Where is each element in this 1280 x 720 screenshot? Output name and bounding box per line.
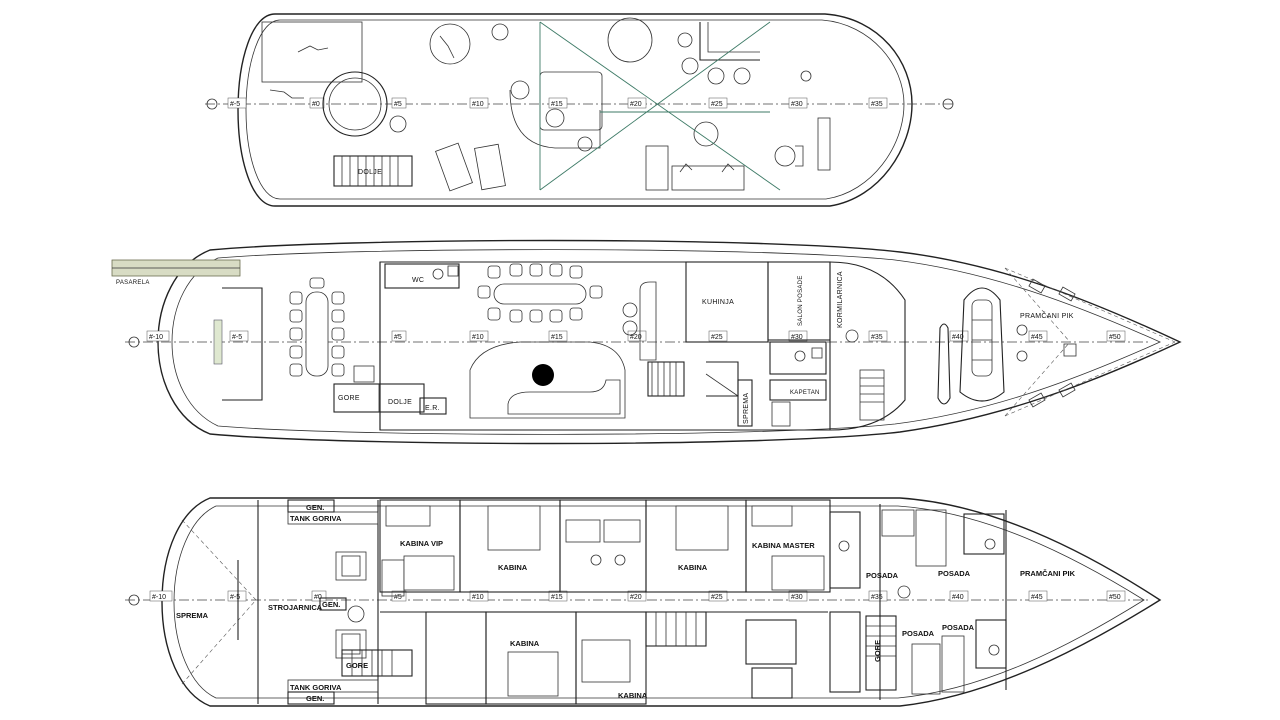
frame-label: #35 <box>871 594 883 601</box>
frame-label: #40 <box>952 594 964 601</box>
frame-label: #5 <box>394 101 402 108</box>
storage-label: SPREMA <box>743 393 750 424</box>
crew-stairs-up-label: GORE <box>873 640 882 662</box>
frame-label: #50 <box>1109 334 1121 341</box>
sun-deck-plan: #-5 #0 #5 #10 #15 #20 #25 #30 #35 <box>205 13 955 207</box>
frame-label: #35 <box>871 334 883 341</box>
stairs-down-label: DOLJE <box>388 399 412 406</box>
frame-label: #45 <box>1031 594 1043 601</box>
frame-label: #30 <box>791 101 803 108</box>
wc-label: WC <box>412 277 424 284</box>
frame-label: #10 <box>472 594 484 601</box>
tender <box>959 287 1005 402</box>
frame-label: #15 <box>551 334 563 341</box>
lower-deck-plan: #-10 #-5 #0 #5 #10 #15 #20 #25 #30 #35 #… <box>125 497 1162 707</box>
frame-label: #-5 <box>230 101 240 108</box>
generator-top-label: GEN. <box>306 503 324 512</box>
stairs-down-label: DOLJE <box>358 169 382 176</box>
vip-cabin-label: KABINA VIP <box>400 539 443 548</box>
sun-deck-hull <box>237 13 913 207</box>
jacuzzi <box>322 71 388 137</box>
frame-label: #-5 <box>232 334 242 341</box>
cabin-label: KABINA <box>618 691 648 700</box>
aft-storage-label: SPREMA <box>176 611 209 620</box>
main-deck-plan: PASARELA #-10 #-5 #0 #5 #10 #15 #20 #25 … <box>111 239 1182 445</box>
fuel-tank-top-label: TANK GORIVA <box>290 514 342 523</box>
frame-label: #30 <box>791 594 803 601</box>
forepeak-label: PRAMČANI PIK <box>1020 569 1076 578</box>
crew-cabin-label: POSADA <box>942 623 975 632</box>
wheelhouse-label: KORMILARNICA <box>837 271 844 328</box>
engine-stairs-up-label: GORE <box>346 661 368 670</box>
captain-cabin-label: KAPETAN <box>790 390 820 396</box>
frame-label: #20 <box>630 334 642 341</box>
engine-starboard <box>335 551 367 581</box>
frame-label: #25 <box>711 334 723 341</box>
engine-room-label: STROJARNICA <box>268 603 323 612</box>
sun-deck-stairs: DOLJE <box>333 155 413 187</box>
frame-label: #10 <box>472 101 484 108</box>
frame-label: #45 <box>1031 334 1043 341</box>
crew-saloon-label: SALON POSADE <box>798 275 804 326</box>
frame-label: #-10 <box>149 334 163 341</box>
frame-label: #0 <box>314 594 322 601</box>
crew-cabin-label: POSADA <box>902 629 935 638</box>
frame-label: #5 <box>394 594 402 601</box>
crew-cabin-label: POSADA <box>866 571 899 580</box>
frame-label: #25 <box>711 594 723 601</box>
forepeak-label: PRAMČANI PIK <box>1020 311 1074 320</box>
gangway-label: PASARELA <box>116 280 150 286</box>
frame-label: #50 <box>1109 594 1121 601</box>
crew-cabin-label: POSADA <box>938 569 971 578</box>
frame-label: #20 <box>630 101 642 108</box>
cabin-label: KABINA <box>510 639 540 648</box>
frame-label: #0 <box>312 101 320 108</box>
galley-label: KUHINJA <box>702 299 734 306</box>
frame-label: #20 <box>630 594 642 601</box>
frame-label: #-10 <box>152 594 166 601</box>
engine-port <box>335 629 367 659</box>
sun-deck-frame-labels: #-5 #0 #5 #10 #15 #20 #25 #30 #35 <box>227 97 888 109</box>
frame-label: #10 <box>472 334 484 341</box>
frame-label: #40 <box>952 334 964 341</box>
frame-label: #30 <box>791 334 803 341</box>
jet-ski <box>937 323 951 405</box>
frame-label: #35 <box>871 101 883 108</box>
frame-label: #15 <box>551 101 563 108</box>
generator-bottom-label: GEN. <box>306 694 324 703</box>
generator-mid-label: GEN. <box>322 600 340 609</box>
frame-label: #5 <box>394 334 402 341</box>
fuel-tank-bottom-label: TANK GORIVA <box>290 683 342 692</box>
master-cabin-label: KABINA MASTER <box>752 541 815 550</box>
frame-label: #25 <box>711 101 723 108</box>
frame-label: #-5 <box>230 594 240 601</box>
cabin-label: KABINA <box>678 563 708 572</box>
frame-label: #15 <box>551 594 563 601</box>
main-deck-hull <box>157 239 1182 445</box>
cabin-label: KABINA <box>498 563 528 572</box>
stairs-up-label: GORE <box>338 395 360 402</box>
lower-deck-frame-labels: #-10 #-5 #0 #5 #10 #15 #20 #25 #30 #35 #… <box>149 590 1126 602</box>
engine-room-hatch-label: E.R. <box>425 405 440 412</box>
lower-deck-hull <box>161 497 1162 707</box>
